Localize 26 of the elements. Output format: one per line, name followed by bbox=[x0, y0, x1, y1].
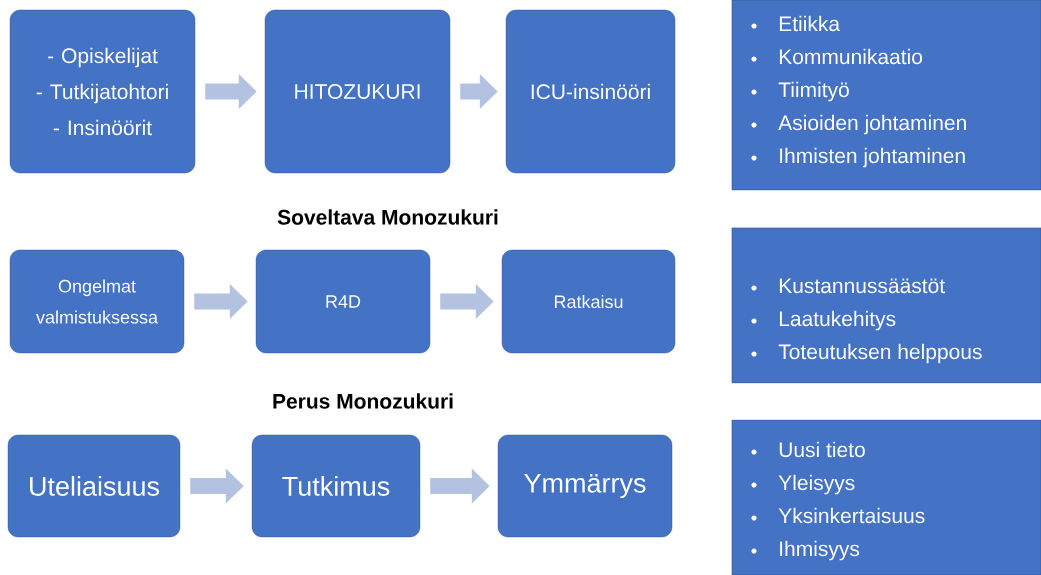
list-item: Ihmisten johtaminen bbox=[780, 147, 965, 168]
process-box: ICU-insinööri bbox=[505, 9, 676, 174]
process-box: R4D bbox=[255, 249, 431, 354]
list-item: Yksinkertaisuus bbox=[778, 507, 925, 524]
process-box: Ratkaisu bbox=[501, 249, 676, 354]
list-item: Kommunikaatio bbox=[779, 48, 923, 65]
list-item: Etiikka bbox=[779, 15, 841, 32]
list-item: Laatukehitys bbox=[779, 310, 896, 331]
list-item: Toteutuksen helppous bbox=[778, 343, 982, 364]
list-item: Kustannussäästöt bbox=[779, 278, 945, 294]
list-item: Ihmisyys bbox=[780, 540, 860, 561]
section-heading: Perus Monozukuri bbox=[273, 393, 453, 409]
list-item: Yleisyys bbox=[778, 474, 855, 495]
list-item: Asioiden johtaminen bbox=[778, 114, 966, 135]
process-box: Ongelmat valmistuksessa bbox=[9, 249, 185, 354]
process-box: HITOZUKURI bbox=[264, 9, 451, 174]
process-box: Ymmärrys bbox=[497, 434, 673, 538]
process-box: - Opiskelijat - Tutkijatohtori - Insinöörit bbox=[9, 9, 196, 174]
section-heading: Soveltava Monozukuri bbox=[277, 209, 498, 225]
list-item: Tiimityö bbox=[778, 81, 849, 102]
list-item: Uusi tieto bbox=[779, 441, 865, 458]
list-box bbox=[731, 0, 1041, 191]
process-box: Tutkimus bbox=[251, 434, 421, 538]
process-box: Uteliaisuus bbox=[7, 434, 181, 538]
list-box bbox=[731, 227, 1041, 384]
list-box bbox=[731, 419, 1041, 575]
